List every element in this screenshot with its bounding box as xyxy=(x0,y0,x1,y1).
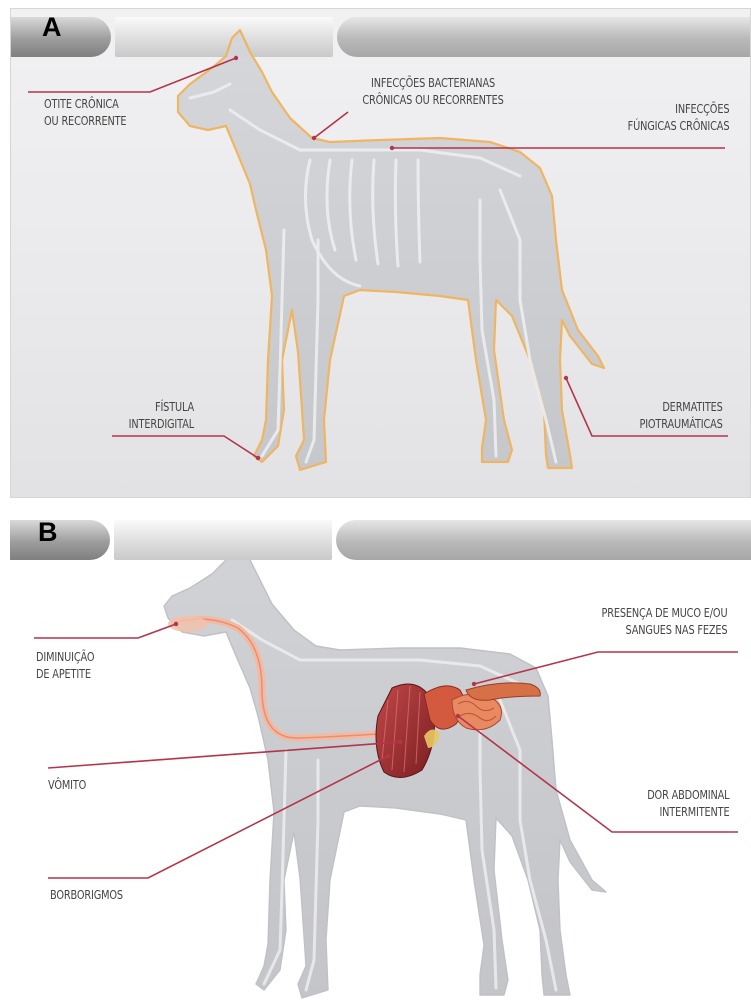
label-vomito: VÔMITO xyxy=(48,776,86,793)
label-otite-line2: OU RECORRENTE xyxy=(44,112,126,129)
label-fungicas-line1: INFECÇÕES xyxy=(627,100,729,117)
label-apetite-line1: DIMINUIÇÃO xyxy=(36,648,94,665)
leader-fistula xyxy=(112,436,258,458)
panel-a-letter: A xyxy=(42,14,62,41)
label-borborigmos: BORBORIGMOS xyxy=(50,886,123,903)
label-otite: OTITE CRÔNICA OU RECORRENTE xyxy=(44,95,126,129)
label-apetite-line2: DE APETITE xyxy=(36,665,94,682)
leader-bacterianas xyxy=(314,112,348,138)
label-dermatites: DERMATITES PIOTRAUMÁTICAS xyxy=(640,398,723,432)
panel-b-header-bar xyxy=(10,520,751,560)
label-bacterianas-line2: CRÔNICAS OU RECORRENTES xyxy=(353,91,514,108)
label-dermatites-line1: DERMATITES xyxy=(640,398,723,415)
label-infeccoes-bacterianas: INFECÇÕES BACTERIANAS CRÔNICAS OU RECORR… xyxy=(353,74,514,108)
label-muco-sangue: PRESENÇA DE MUCO E/OU SANGUES NAS FEZES xyxy=(601,604,727,638)
panel-b xyxy=(10,512,751,1003)
label-infeccoes-fungicas: INFECÇÕES FÚNGICAS CRÔNICAS xyxy=(627,100,729,134)
panel-b-letter: B xyxy=(38,519,58,546)
label-otite-line1: OTITE CRÔNICA xyxy=(44,95,126,112)
label-dor-line1: DOR ABDOMINAL xyxy=(647,786,729,803)
label-borborigmos-text: BORBORIGMOS xyxy=(50,886,123,903)
header-bar-middle-segment xyxy=(114,520,332,560)
label-fistula-line1: FÍSTULA xyxy=(124,398,194,415)
label-muco-line1: PRESENÇA DE MUCO E/OU xyxy=(601,604,727,621)
header-bar-left-segment xyxy=(10,520,110,560)
header-bar-right-segment xyxy=(336,520,751,560)
label-muco-line2: SANGUES NAS FEZES xyxy=(601,621,727,638)
label-vomito-text: VÔMITO xyxy=(48,776,86,793)
label-fistula: FÍSTULA INTERDIGITAL xyxy=(124,398,194,432)
label-dor-line2: INTERMITENTE xyxy=(647,803,729,820)
label-bacterianas-line1: INFECÇÕES BACTERIANAS xyxy=(353,74,514,91)
label-fistula-line2: INTERDIGITAL xyxy=(124,415,194,432)
label-fungicas-line2: FÚNGICAS CRÔNICAS xyxy=(627,117,729,134)
label-dor-abdominal: DOR ABDOMINAL INTERMITENTE xyxy=(647,786,729,820)
label-diminuicao-apetite: DIMINUIÇÃO DE APETITE xyxy=(36,648,94,682)
label-dermatites-line2: PIOTRAUMÁTICAS xyxy=(640,415,723,432)
